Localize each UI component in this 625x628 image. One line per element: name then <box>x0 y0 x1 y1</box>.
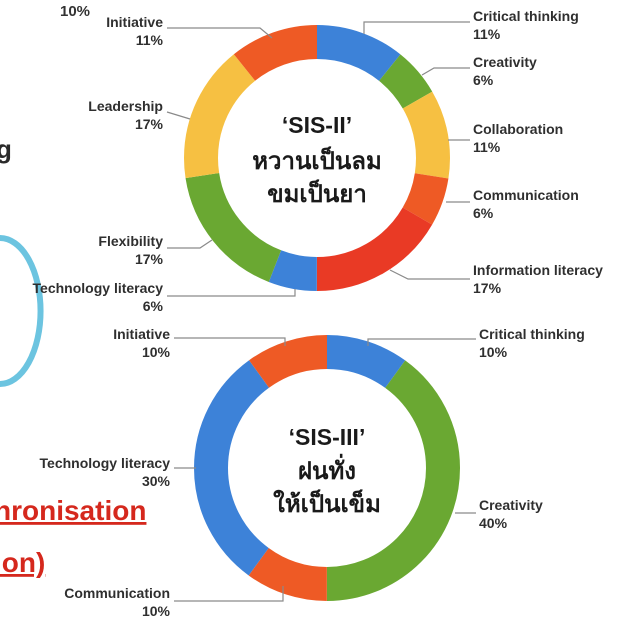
svg-text:6%: 6% <box>143 298 164 314</box>
donut-subtitle-line-1: ฝนทั่ง <box>298 453 356 485</box>
svg-text:10%: 10% <box>479 344 508 360</box>
cropped-red-heading-line-1: hronisation <box>0 495 146 526</box>
leader-technology-literacy <box>167 289 296 297</box>
svg-text:Leadership: Leadership <box>88 98 163 114</box>
svg-text:Technology literacy: Technology literacy <box>33 280 164 296</box>
leader-critical-thinking <box>363 21 470 34</box>
slice-label-initiative: Initiative 10% <box>113 326 170 360</box>
svg-text:Creativity: Creativity <box>479 497 543 513</box>
slice-label-information-literacy: Information literacy 17% <box>473 262 603 296</box>
slice-label-flexibility: Flexibility 17% <box>98 233 163 267</box>
slice-technology-literacy <box>194 335 460 601</box>
svg-text:Communication: Communication <box>64 585 170 601</box>
leader-information-literacy <box>389 269 470 280</box>
leader-critical-thinking <box>367 338 476 346</box>
svg-text:Communication: Communication <box>473 187 579 203</box>
slice-label-communication: Communication 10% <box>64 585 170 619</box>
leader-creativity <box>421 67 470 76</box>
donut-chart-sis-iii: ‘SIS-III’ ฝนทั่ง ให้เป็นเข็ม Critical th… <box>40 326 585 619</box>
svg-text:10%: 10% <box>142 603 171 619</box>
slice-collaboration <box>184 25 450 291</box>
donut-slices <box>184 25 450 291</box>
slice-label-critical-thinking: Critical thinking 11% <box>473 8 579 42</box>
svg-text:17%: 17% <box>135 116 164 132</box>
svg-text:Creativity: Creativity <box>473 54 537 70</box>
svg-text:Information literacy: Information literacy <box>473 262 603 278</box>
svg-text:Critical thinking: Critical thinking <box>479 326 585 342</box>
svg-text:11%: 11% <box>473 26 501 42</box>
svg-text:Initiative: Initiative <box>113 326 170 342</box>
cropped-letter: g <box>0 134 12 164</box>
svg-text:Collaboration: Collaboration <box>473 121 563 137</box>
slice-label-technology-literacy: Technology literacy 6% <box>33 280 164 314</box>
donut-title: ‘SIS-II’ <box>282 112 352 138</box>
slice-initiative <box>184 25 450 291</box>
svg-text:10%: 10% <box>142 344 171 360</box>
leader-communication <box>174 586 284 602</box>
svg-text:6%: 6% <box>473 205 494 221</box>
leader-initiative <box>174 337 286 346</box>
svg-text:Flexibility: Flexibility <box>98 233 163 249</box>
svg-text:17%: 17% <box>135 251 164 267</box>
svg-text:11%: 11% <box>473 139 501 155</box>
leader-flexibility <box>167 239 213 249</box>
slice-initiative <box>194 335 460 601</box>
slice-creativity <box>194 335 460 601</box>
slice-information-literacy <box>184 25 450 291</box>
donut-slices <box>194 335 460 601</box>
cropped-top-percent: 10% <box>60 3 90 20</box>
slice-label-initiative: Initiative 11% <box>106 14 163 48</box>
svg-text:6%: 6% <box>473 72 494 88</box>
slice-leadership <box>184 25 450 291</box>
svg-text:Technology literacy: Technology literacy <box>40 455 171 471</box>
slice-label-collaboration: Collaboration 11% <box>473 121 563 155</box>
svg-text:17%: 17% <box>473 280 502 296</box>
svg-text:Critical thinking: Critical thinking <box>473 8 579 24</box>
slice-label-communication: Communication 6% <box>473 187 579 221</box>
leader-leadership <box>166 111 191 120</box>
slice-label-creativity: Creativity 6% <box>473 54 537 88</box>
donut-subtitle-line-1: หวานเป็นลม <box>252 146 382 175</box>
cropped-circle-arc <box>0 235 44 387</box>
slice-label-leadership: Leadership 17% <box>88 98 163 132</box>
slice-label-creativity: Creativity 40% <box>479 497 543 531</box>
slice-label-technology-literacy: Technology literacy 30% <box>40 455 171 489</box>
cropped-red-heading-line-2: ion) <box>0 547 45 578</box>
svg-text:40%: 40% <box>479 515 508 531</box>
svg-text:30%: 30% <box>142 473 171 489</box>
svg-text:11%: 11% <box>136 32 164 48</box>
svg-text:Initiative: Initiative <box>106 14 163 30</box>
slice-label-critical-thinking: Critical thinking 10% <box>479 326 585 360</box>
donut-title: ‘SIS-III’ <box>289 424 366 450</box>
donut-subtitle-line-2: ให้เป็นเข็ม <box>273 489 381 518</box>
donut-chart-sis-ii: ‘SIS-II’ หวานเป็นลม ขมเป็นยา Critical th… <box>33 8 604 314</box>
leader-initiative <box>167 27 273 39</box>
donut-subtitle-line-2: ขมเป็นยา <box>267 179 367 208</box>
